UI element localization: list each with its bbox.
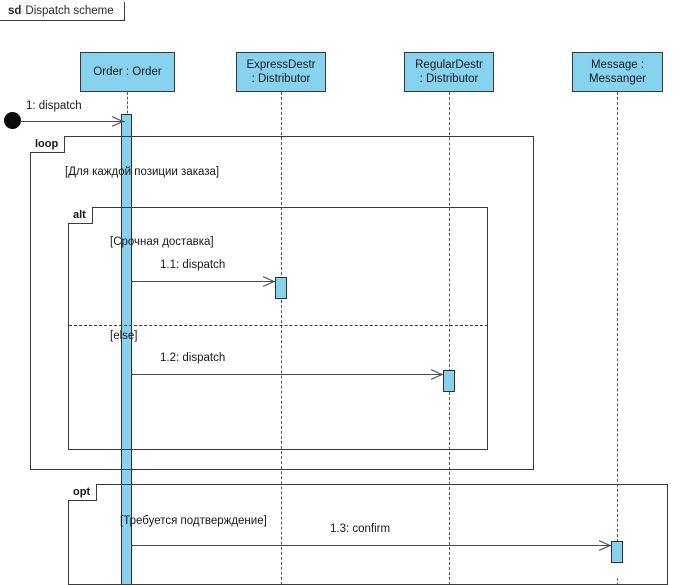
fragment-loop[interactable] bbox=[30, 136, 534, 470]
lifeline-head-regular-line1: RegularDestr bbox=[415, 59, 483, 71]
activation-regular[interactable] bbox=[443, 370, 455, 392]
message-arrowhead-m13 bbox=[598, 539, 609, 551]
message-label-m1: 1: dispatch bbox=[26, 100, 82, 112]
message-label-m12: 1.2: dispatch bbox=[160, 352, 226, 364]
fragment-loop-operator-corner bbox=[62, 136, 75, 154]
fragment-alt[interactable] bbox=[68, 207, 488, 450]
lifeline-stem-messenger bbox=[617, 92, 618, 542]
lifeline-stem-messenger-tail bbox=[617, 578, 618, 585]
lifeline-head-express-line1: ExpressDestr bbox=[246, 59, 316, 71]
lifeline-stem-express-b bbox=[281, 300, 282, 585]
message-label-m11: 1.1: dispatch bbox=[160, 259, 226, 271]
lifeline-head-messenger-line2: Messanger bbox=[589, 73, 646, 85]
message-line-m1[interactable] bbox=[20, 121, 125, 122]
lifeline-stem-order bbox=[127, 92, 128, 118]
lifeline-stem-express-a bbox=[281, 92, 282, 285]
message-line-m12[interactable] bbox=[131, 374, 443, 375]
lifeline-head-messenger[interactable]: Message : Messanger bbox=[572, 52, 663, 92]
lifeline-stem-regular-b bbox=[449, 392, 450, 585]
activation-messenger[interactable] bbox=[611, 541, 623, 563]
diagram-frame-tab: sd Dispatch scheme bbox=[0, 2, 125, 21]
message-arrowhead-m12 bbox=[430, 368, 441, 380]
message-line-m13[interactable] bbox=[131, 545, 611, 546]
found-message-start-dot bbox=[4, 112, 21, 129]
activation-express[interactable] bbox=[275, 277, 287, 299]
fragment-alt-guard: [Срочная доставка] bbox=[110, 236, 214, 248]
diagram-title: Dispatch scheme bbox=[25, 5, 114, 17]
lifeline-stem-regular-a bbox=[449, 92, 450, 372]
lifeline-head-order-line1: Order : Order bbox=[93, 66, 162, 78]
fragment-alt-operator-corner bbox=[94, 207, 107, 225]
fragment-opt-operator-corner bbox=[96, 484, 109, 502]
lifeline-head-regular-line2: : Distributor bbox=[419, 73, 479, 85]
message-arrowhead-m11 bbox=[262, 275, 273, 287]
fragment-alt-else-guard: [else] bbox=[110, 330, 138, 342]
message-arrowhead-m1 bbox=[111, 115, 122, 127]
lifeline-head-regular[interactable]: RegularDestr : Distributor bbox=[404, 52, 494, 92]
lifeline-head-order[interactable]: Order : Order bbox=[80, 52, 175, 92]
message-line-m11[interactable] bbox=[131, 281, 275, 282]
lifeline-head-express[interactable]: ExpressDestr : Distributor bbox=[236, 52, 326, 92]
fragment-alt-operator: alt bbox=[68, 207, 93, 224]
fragment-opt-operator: opt bbox=[68, 484, 98, 501]
fragment-opt-guard: [Требуется подтверждение] bbox=[120, 515, 267, 527]
lifeline-head-messenger-line1: Message : bbox=[590, 59, 645, 71]
lifeline-head-express-line2: : Distributor bbox=[251, 73, 311, 85]
fragment-loop-operator: loop bbox=[30, 136, 66, 153]
message-label-m13: 1.3: confirm bbox=[330, 523, 391, 535]
diagram-frame-tab-corner bbox=[108, 2, 123, 22]
diagram-kind-keyword: sd bbox=[8, 5, 22, 17]
fragment-loop-guard: [Для каждой позиции заказа] bbox=[65, 166, 220, 178]
fragment-alt-divider bbox=[69, 325, 488, 326]
